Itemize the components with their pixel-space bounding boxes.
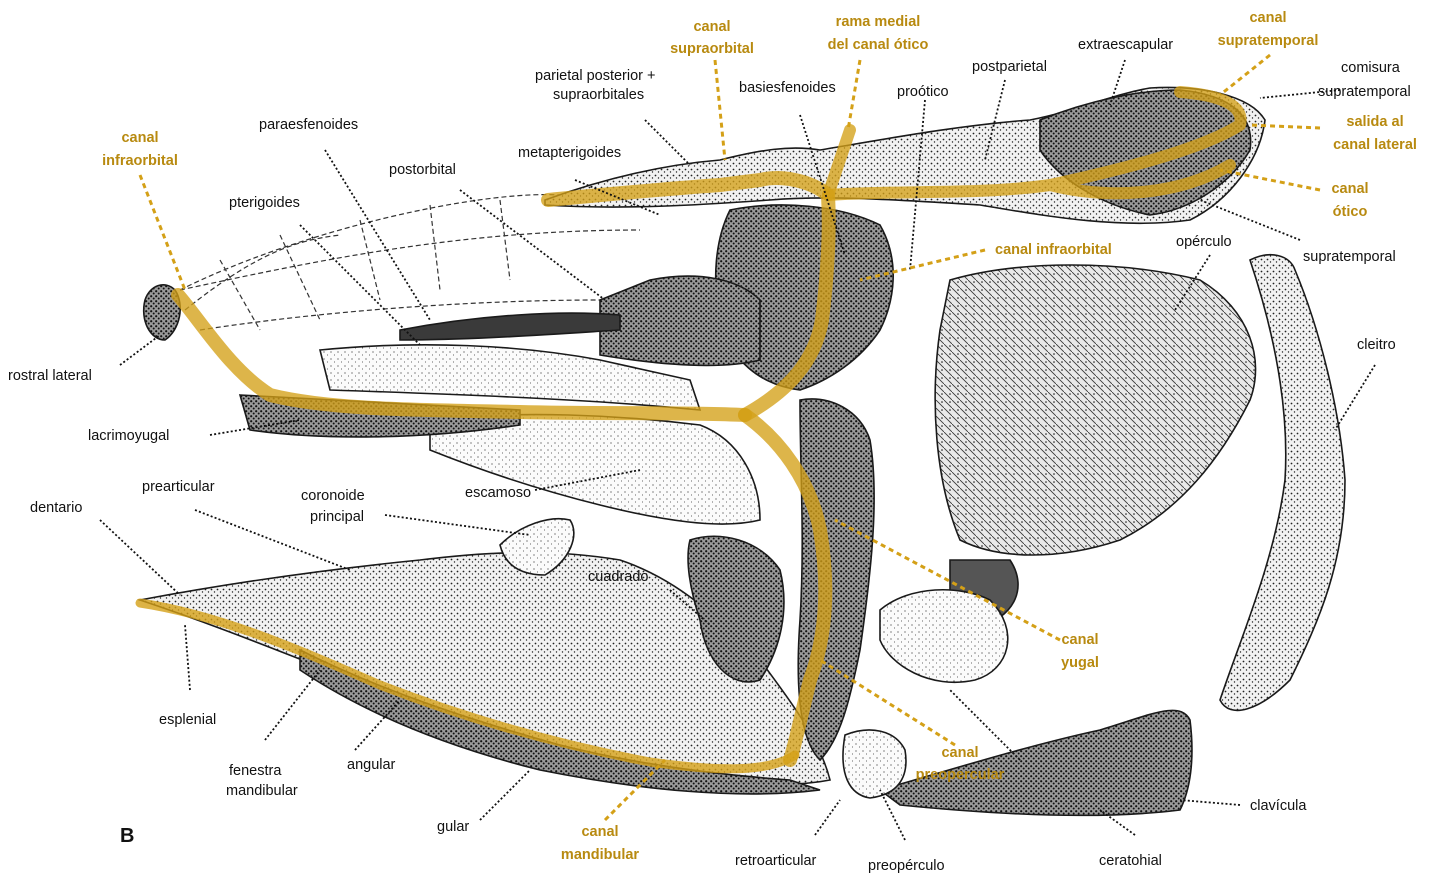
label-lacrimoyugal: lacrimoyugal (88, 428, 169, 444)
panel-letter: B (120, 825, 134, 847)
label-canal-infraorbital-mid: canal infraorbital (995, 242, 1112, 258)
label-canal-otico-1: canal (1331, 181, 1368, 197)
label-postparietal: postparietal (972, 59, 1047, 75)
label-rama-medial-2: del canal ótico (828, 37, 929, 53)
label-canal-yugal-1: canal (1061, 632, 1098, 648)
label-metapterigoides: metapterigoides (518, 145, 621, 161)
label-prootico: proótico (897, 84, 949, 100)
label-rostral-lateral: rostral lateral (8, 368, 92, 384)
label-paraesfenoides: paraesfenoides (259, 117, 358, 133)
bone-drawings (140, 87, 1345, 815)
label-rama-medial-1: rama medial (836, 14, 921, 30)
label-canal-yugal-2: yugal (1061, 655, 1099, 671)
label-gular: gular (437, 819, 469, 835)
label-supratemporal: supratemporal (1303, 249, 1396, 265)
postorbital-bone (600, 276, 760, 365)
label-coronoide-1: coronoide (301, 488, 365, 504)
label-dentario: dentario (30, 500, 82, 516)
label-escamoso: escamoso (465, 485, 531, 501)
label-canal-supraorbital-1: canal (693, 19, 730, 35)
label-retroarticular: retroarticular (735, 853, 817, 869)
preoperculum-bone (880, 590, 1008, 682)
label-extraescapular: extraescapular (1078, 37, 1173, 53)
clavicle-bone (880, 710, 1192, 815)
label-salida-2: canal lateral (1333, 137, 1417, 153)
label-canal-supratemporal-2: supratemporal (1218, 33, 1319, 49)
label-preoperculo: preopérculo (868, 858, 945, 874)
label-ceratohial: ceratohial (1099, 853, 1162, 869)
pterygoid-bone (400, 313, 620, 340)
label-basiesfenoides: basiesfenoides (739, 80, 836, 96)
label-cleitro: cleitro (1357, 337, 1396, 353)
label-canal-supraorbital-2: supraorbital (670, 41, 754, 57)
label-comisura-1: comisura (1341, 60, 1401, 76)
label-parietal-posterior-1: parietal posterior + (535, 68, 656, 84)
label-operculo: opérculo (1176, 234, 1232, 250)
operculum-bone (935, 265, 1255, 555)
label-prearticular: prearticular (142, 479, 215, 495)
label-canal-mandibular-2: mandibular (561, 847, 640, 863)
snout-outline (180, 195, 640, 330)
label-cuadrado: cuadrado (588, 569, 648, 585)
label-clavicula: clavícula (1250, 798, 1307, 814)
label-postorbital: postorbital (389, 162, 456, 178)
label-canal-infraorbital-1: canal (121, 130, 158, 146)
label-comisura-2: supratemporal (1318, 84, 1411, 100)
label-canal-infraorbital-2: infraorbital (102, 153, 178, 169)
label-canal-preopercular-1: canal (941, 745, 978, 761)
label-coronoide-2: principal (310, 509, 364, 525)
label-canal-supratemporal-1: canal (1249, 10, 1286, 26)
label-angular: angular (347, 757, 396, 773)
label-fenestra-2: mandibular (226, 783, 298, 799)
label-salida-1: salida al (1346, 114, 1403, 130)
label-parietal-posterior-2: supraorbitales (553, 87, 644, 103)
label-canal-otico-2: ótico (1333, 204, 1368, 220)
label-fenestra-1: fenestra (229, 763, 282, 779)
label-pterigoides: pterigoides (229, 195, 300, 211)
label-esplenial: esplenial (159, 712, 216, 728)
label-canal-mandibular-1: canal (581, 824, 618, 840)
label-canal-preopercular-2: preopercular (916, 767, 1005, 783)
